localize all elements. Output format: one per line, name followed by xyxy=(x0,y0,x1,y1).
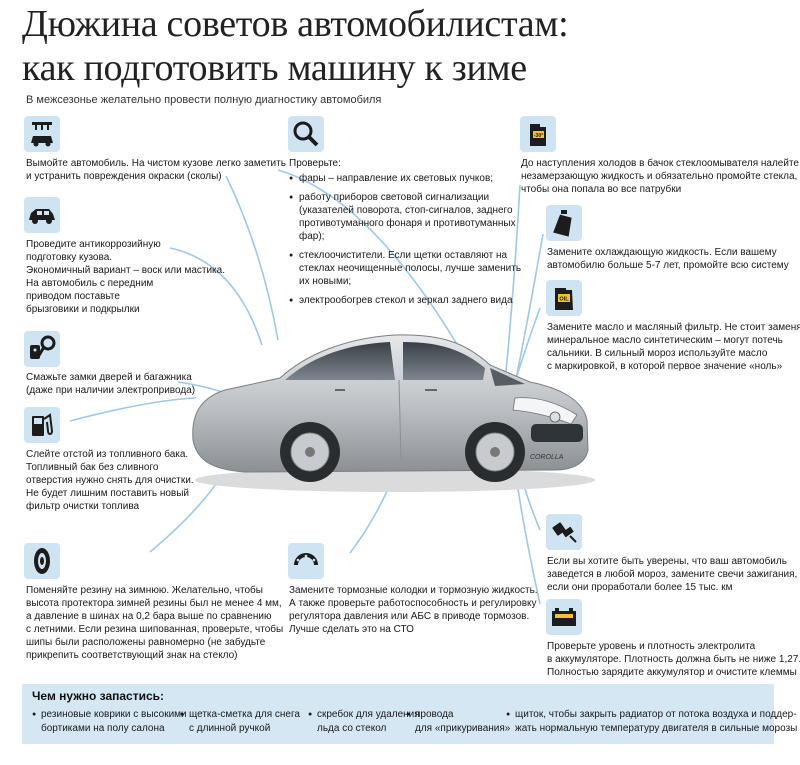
tip-locks: Смажьте замки дверей и багажника (даже п… xyxy=(26,372,196,396)
car-wash-icon xyxy=(24,116,60,152)
car-model-badge: COROLLA xyxy=(530,454,564,461)
tip-sparks: Если вы хотите быть уверены, что ваш авт… xyxy=(547,556,798,593)
page-title: Дюжина советов автомобилистам: как подго… xyxy=(22,2,782,90)
tip-fuel: Слейте отстой из топливного бака. Топлив… xyxy=(26,449,194,512)
title-line-2: как подготовить машину к зиме xyxy=(22,47,527,89)
tip-brakes: Замените тормозные колодки и тормозную ж… xyxy=(289,585,538,635)
tip-battery: Проверьте уровень и плотность электролит… xyxy=(547,641,800,678)
fuel-icon xyxy=(24,407,60,443)
oil-badge-text: OIL xyxy=(559,297,569,303)
check-item: электрообогрев стекол и зеркал заднего в… xyxy=(289,294,513,307)
check-item: фары – направление их световых пучков; xyxy=(289,172,494,185)
tire-icon xyxy=(24,543,60,579)
car-icon xyxy=(24,197,60,233)
supplies-panel: Чем нужно запастись: резиновые коврики с… xyxy=(22,684,797,744)
oil-can-icon: OIL xyxy=(546,280,582,316)
car-illustration: COROLLA xyxy=(192,334,595,492)
brake-icon xyxy=(288,543,324,579)
check-heading: Проверьте: xyxy=(289,158,341,169)
spark-plug-icon xyxy=(546,514,582,550)
subtitle: В межсезонье желательно провести полную … xyxy=(26,94,382,106)
key-icon xyxy=(24,331,60,367)
magnifier-icon xyxy=(288,116,324,152)
check-item: работу приборов световой сигнализации (у… xyxy=(289,191,516,243)
tip-check: Проверьте: фары – направление их световы… xyxy=(289,157,521,313)
check-list: фары – направление их световых пучков; р… xyxy=(289,172,521,307)
tip-washer: До наступления холодов в бачок стеклоомы… xyxy=(521,158,799,195)
tip-tires: Поменяйте резину на зимнюю. Желательно, … xyxy=(26,585,284,661)
supplies-title: Чем нужно запастись: xyxy=(32,689,165,703)
washer-badge-text: -30° xyxy=(534,133,544,139)
coolant-icon xyxy=(546,205,582,241)
tip-anticorrosion: Проведите антикоррозийную подготовку куз… xyxy=(26,239,225,315)
tip-coolant: Замените охлаждающую жидкость. Если ваше… xyxy=(547,247,789,271)
tip-wash: Вымойте автомобиль. На чистом кузове лег… xyxy=(26,158,286,182)
supply-item: щиток, чтобы закрыть радиатор от потока … xyxy=(506,708,797,736)
tip-oil: Замените масло и масляный фильтр. Не сто… xyxy=(547,322,800,372)
battery-icon xyxy=(546,599,582,635)
title-line-1: Дюжина советов автомобилистам: xyxy=(22,3,569,45)
washer-fluid-icon: -30° xyxy=(520,116,556,152)
check-item: стеклоочистители. Если щетки оставляют н… xyxy=(289,249,521,288)
